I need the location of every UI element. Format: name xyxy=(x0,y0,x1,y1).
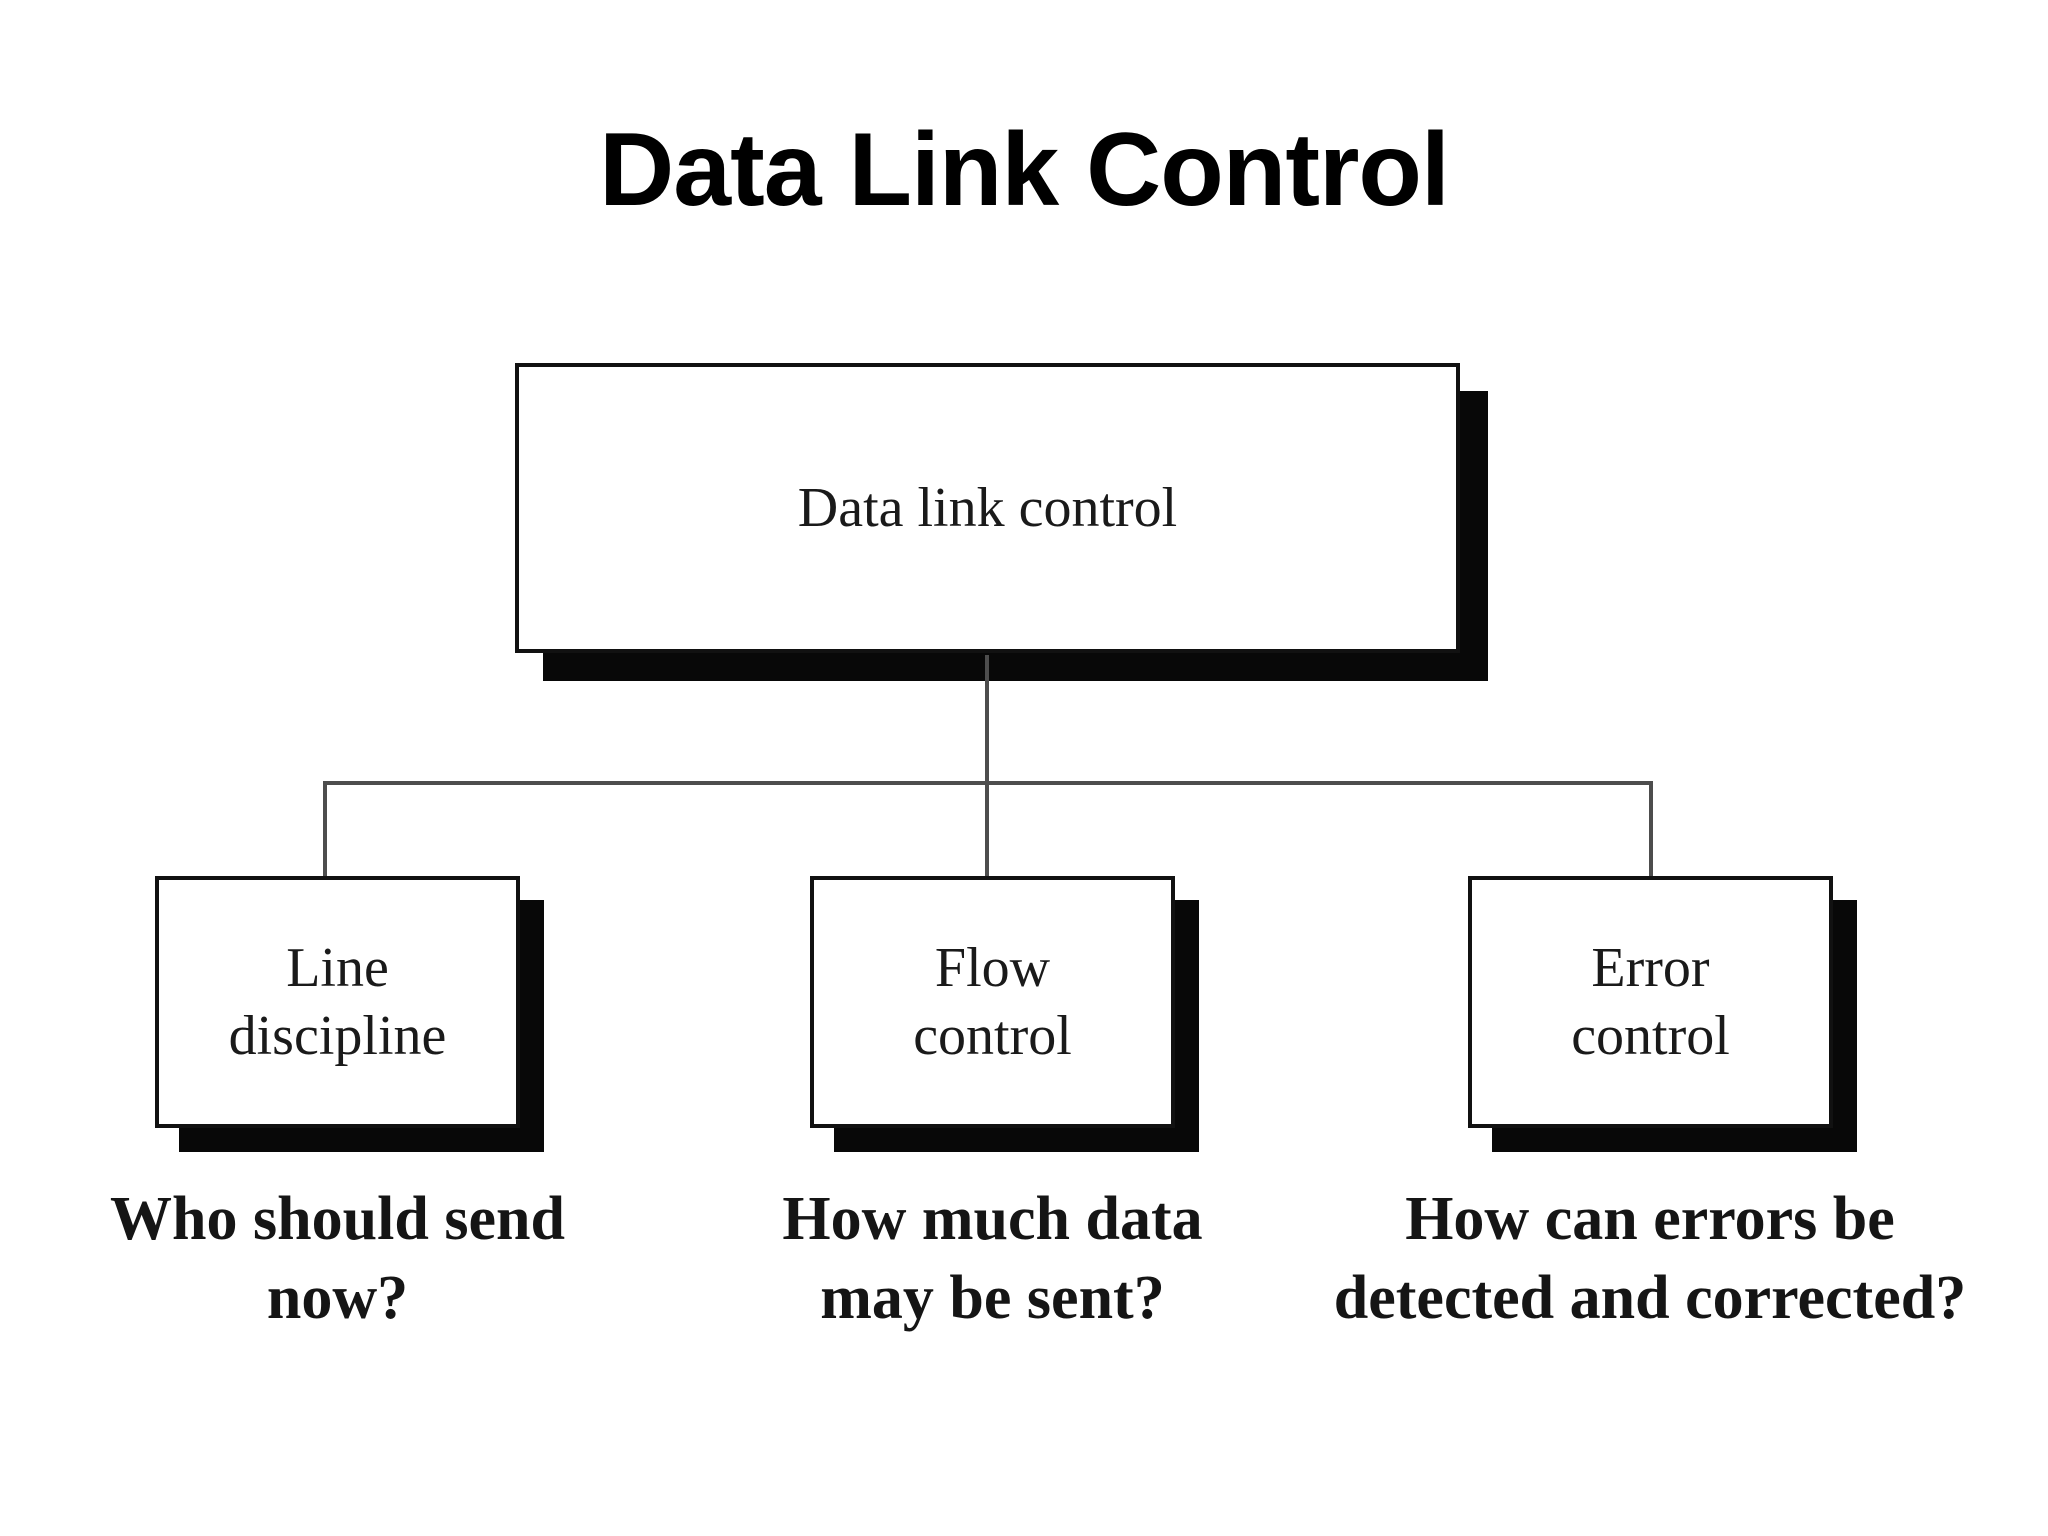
connector-root-trunk xyxy=(985,655,989,783)
caption-flow-control: How much data may be sent? xyxy=(782,1185,1203,1333)
node-label-data-link-control: Data link control xyxy=(797,476,1178,539)
connector-drop-flow-control xyxy=(985,781,989,878)
caption-line-discipline: Who should send now? xyxy=(110,1185,565,1333)
connector-drop-line-discipline xyxy=(323,781,327,878)
node-label-line-discipline: Line discipline xyxy=(228,936,447,1067)
node-error-control[interactable]: Error control xyxy=(1468,876,1833,1128)
node-data-link-control[interactable]: Data link control xyxy=(515,363,1460,653)
connector-drop-error-control xyxy=(1649,781,1653,878)
caption-error-control: How can errors be detected and corrected… xyxy=(1333,1185,1967,1333)
node-flow-control[interactable]: Flow control xyxy=(810,876,1175,1128)
node-label-flow-control: Flow control xyxy=(913,936,1072,1067)
page-title: Data Link Control xyxy=(599,112,1450,228)
node-label-error-control: Error control xyxy=(1571,936,1730,1067)
node-line-discipline[interactable]: Line discipline xyxy=(155,876,520,1128)
